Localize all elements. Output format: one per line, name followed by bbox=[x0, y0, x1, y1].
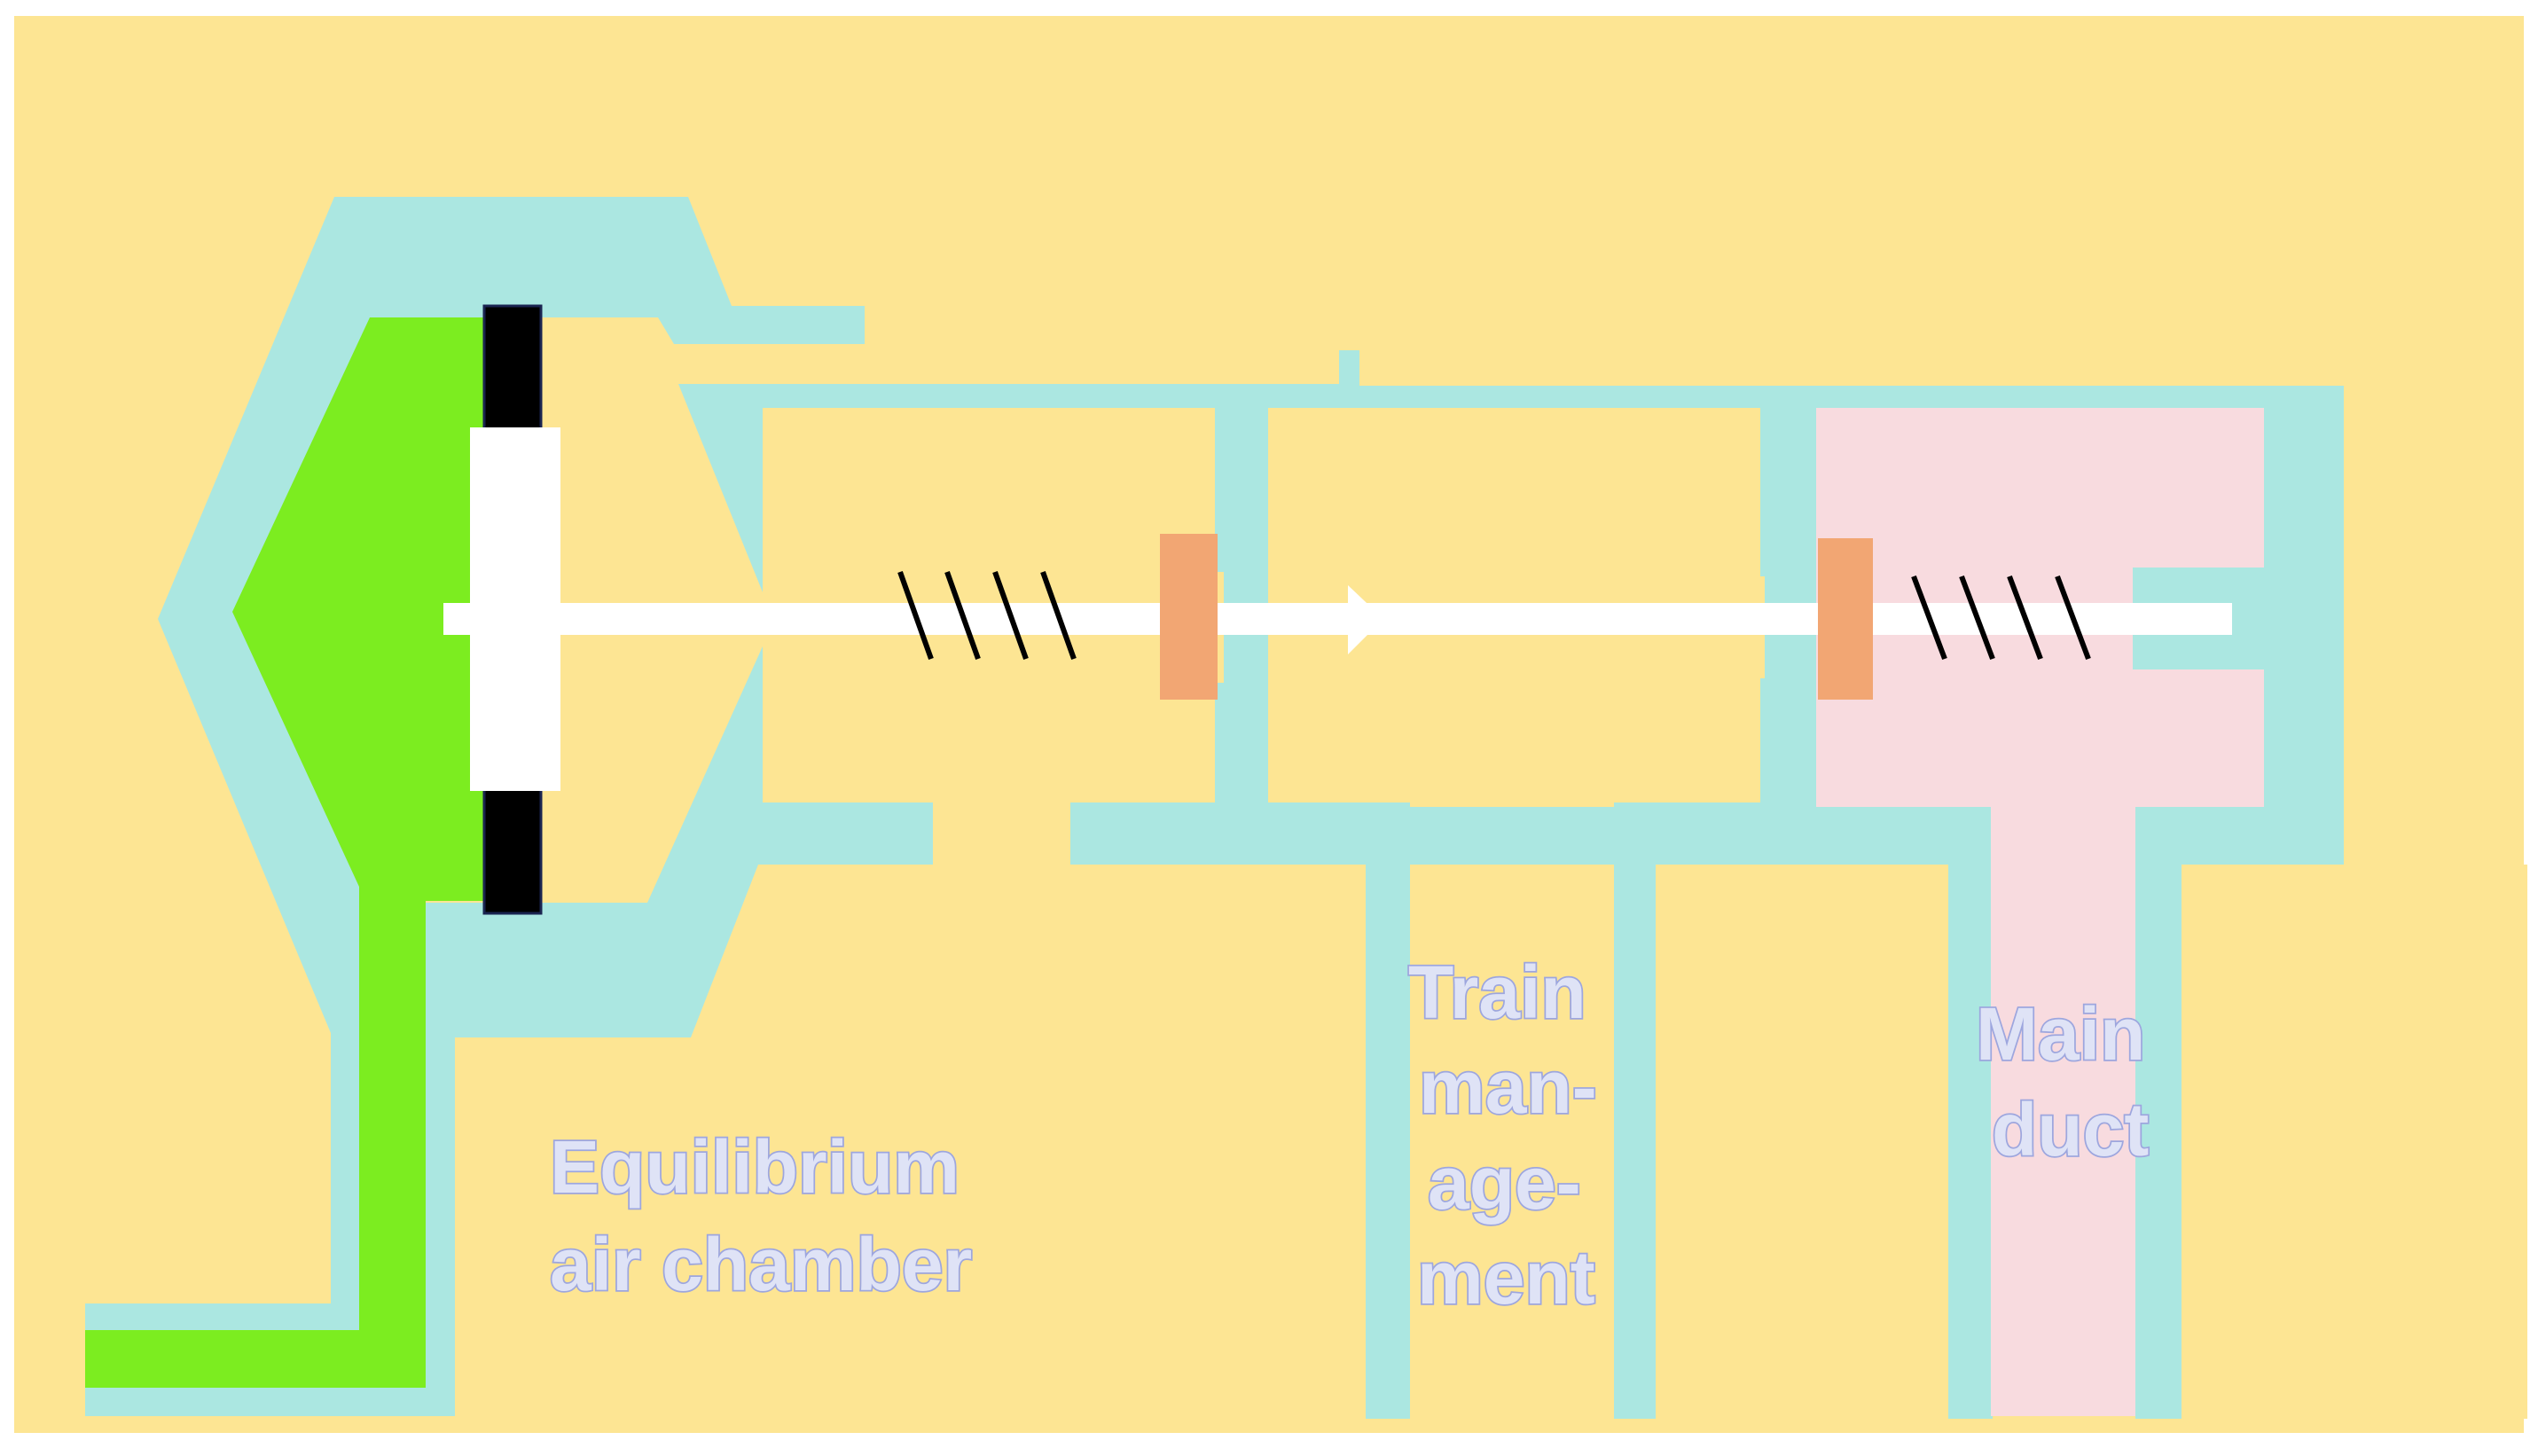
main-duct-left-pipe-wall bbox=[1948, 851, 1993, 1419]
pipe-wall-details bbox=[763, 408, 2182, 1419]
piston-seal-bottom bbox=[482, 786, 543, 915]
main-duct-left-wall-bottom bbox=[1760, 678, 1818, 807]
label-main-line1: Main bbox=[1976, 992, 2145, 1076]
label-train-line3: age- bbox=[1428, 1141, 1581, 1225]
spring-left bbox=[897, 570, 1077, 661]
label-main-duct: Main duct bbox=[1974, 990, 2150, 1173]
spring-right-coil-2 bbox=[1959, 575, 1995, 661]
spring-left-coil-1 bbox=[897, 570, 934, 661]
valve-right bbox=[1818, 538, 1873, 700]
right-area bbox=[2182, 865, 2527, 1419]
central-left-wall-bottom bbox=[1215, 683, 1268, 807]
spring-left-coil-2 bbox=[944, 570, 981, 661]
label-equilibrium-line1: Equilibrium bbox=[550, 1125, 960, 1209]
label-train-management: Train man- age- ment bbox=[1406, 949, 1598, 1321]
between-ducts-area bbox=[1656, 865, 1948, 1419]
train-mgmt-area bbox=[1410, 865, 1614, 1419]
rod-arrow-head bbox=[1348, 585, 1383, 654]
spring-left-coil-3 bbox=[992, 570, 1029, 661]
central-left-wall-top bbox=[1215, 408, 1268, 572]
equilibrium-chamber-interior bbox=[408, 317, 1339, 903]
train-left-wall bbox=[1070, 802, 1410, 1419]
central-bottom-wall-left bbox=[763, 802, 933, 865]
valve-left bbox=[1160, 534, 1218, 700]
main-duct-left-wall-top bbox=[1760, 408, 1818, 576]
main-duct-right-pipe-wall bbox=[2135, 851, 2182, 1419]
lower-left-area bbox=[455, 802, 1366, 1419]
equilibrium-fluid bbox=[85, 317, 484, 1388]
spring-right-coil-3 bbox=[2007, 575, 2043, 661]
label-train-line2: man- bbox=[1419, 1045, 1597, 1129]
spring-right-coil-1 bbox=[1911, 575, 1947, 661]
main-duct-fluid bbox=[1816, 408, 2264, 1416]
piston-seal-top bbox=[482, 304, 543, 434]
label-train-line1: Train bbox=[1408, 951, 1586, 1034]
spring-right-coil-4 bbox=[2055, 575, 2091, 661]
label-equilibrium-air-chamber: Equilibrium air chamber bbox=[548, 1123, 974, 1308]
label-main-line2: duct bbox=[1992, 1088, 2149, 1171]
piston-rod bbox=[443, 603, 2232, 635]
label-equilibrium-line2: air chamber bbox=[550, 1223, 972, 1306]
spring-right bbox=[1911, 575, 2091, 661]
label-train-line4: ment bbox=[1417, 1236, 1595, 1319]
spring-left-coil-4 bbox=[1040, 570, 1077, 661]
